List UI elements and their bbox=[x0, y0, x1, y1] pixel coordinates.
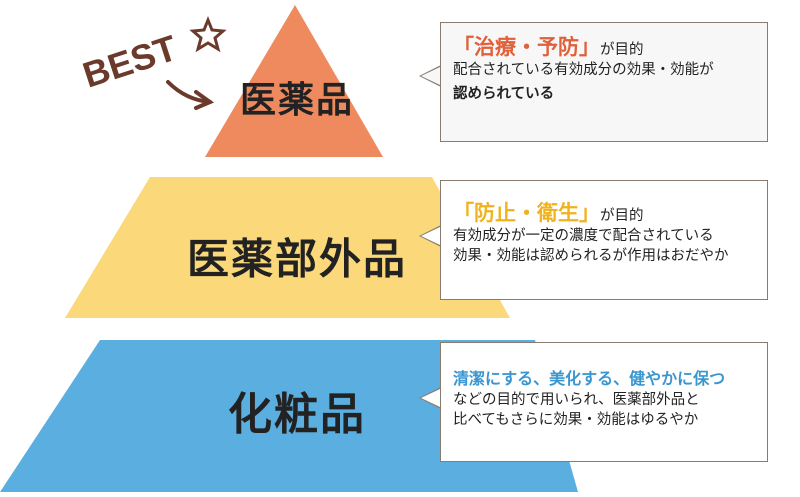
callout-text: などの目的で用いられ、医薬部外品と bbox=[453, 392, 700, 408]
tier-label-quasi-drugs: 医薬部外品 bbox=[186, 234, 408, 284]
svg-text:BEST: BEST bbox=[78, 27, 182, 96]
callout-text: 認められている bbox=[453, 86, 555, 102]
callout-text: 有効成分が一定の濃度で配合されている bbox=[453, 228, 714, 244]
callout-headline-suffix: が目的 bbox=[600, 208, 644, 224]
callout-pointer bbox=[419, 65, 441, 87]
callout-pointer bbox=[419, 387, 441, 409]
tier-label-drugs: 医薬品 bbox=[239, 80, 355, 121]
callout-text: 比べてもさらに効果・効能はゆるやか bbox=[453, 412, 699, 428]
callout-pointer bbox=[419, 225, 441, 247]
callout-text: 配合されている有効成分の効果・効能が bbox=[453, 62, 714, 78]
tier-label-cosmetics: 化粧品 bbox=[228, 389, 366, 440]
callout-headline: 清潔にする、美化する、健やかに保つ bbox=[453, 369, 726, 388]
callout-headline-suffix: が目的 bbox=[600, 42, 644, 58]
pyramid-tier-3 bbox=[0, 340, 578, 492]
callout-drugs: 「治療・予防」が目的 配合されている有効成分の効果・効能が 認められている bbox=[419, 22, 768, 142]
callout-headline: 「防止・衛生」 bbox=[453, 201, 600, 225]
pyramid-tier-1 bbox=[205, 5, 383, 157]
callout-text: 効果・効能は認められるが作用はおだやか bbox=[453, 248, 729, 264]
callout-headline: 「治療・予防」 bbox=[453, 35, 600, 59]
callout-cosmetics: 清潔にする、美化する、健やかに保つ などの目的で用いられ、医薬部外品と 比べても… bbox=[419, 342, 768, 462]
best-badge: BEST bbox=[78, 15, 227, 110]
callout-quasi-drugs: 「防止・衛生」が目的 有効成分が一定の濃度で配合されている 効果・効能は認められ… bbox=[419, 180, 768, 300]
pyramid-tier-2 bbox=[65, 177, 510, 318]
